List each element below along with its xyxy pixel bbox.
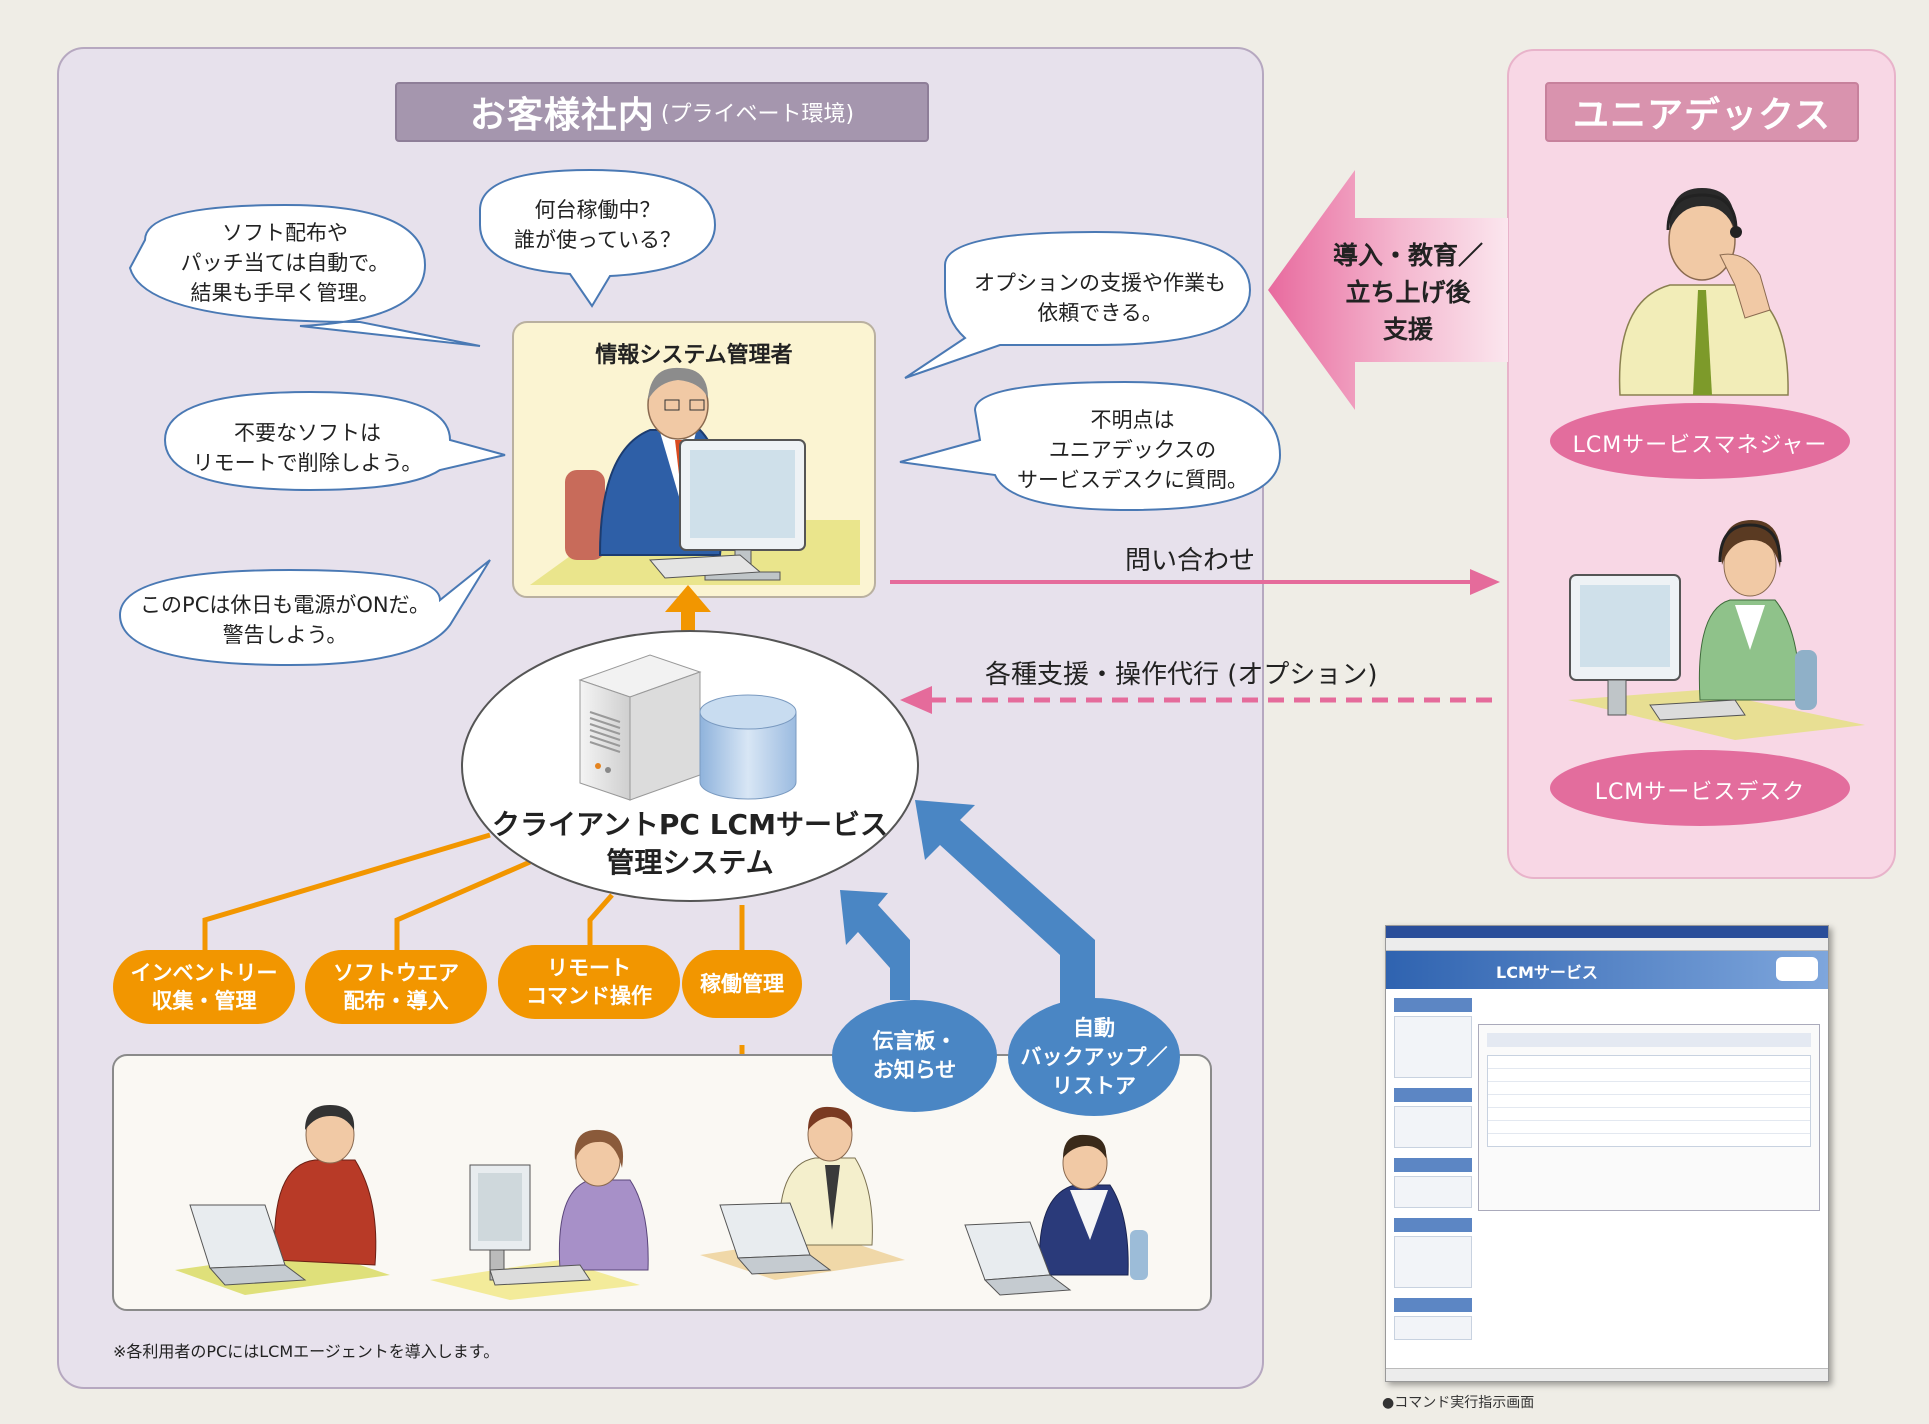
manager-label-bg: [1550, 403, 1850, 479]
bubble-question: [899, 380, 1282, 512]
bubble-unneeded-text: 不要なソフトは リモートで削除しよう。: [192, 421, 423, 475]
bubble-soft-dist-text: ソフト配布や パッチ当ては自動で。 結果も手早く管理。: [180, 221, 390, 305]
server-icon: [578, 654, 702, 801]
bubble-howmany: [479, 168, 717, 308]
desk-label-bg: [1550, 750, 1850, 826]
users-area: [112, 1054, 1212, 1311]
thumb-banner: LCMサービス: [1386, 951, 1828, 989]
system-name: クライアントPC LCMサービス 管理システム: [492, 808, 888, 879]
manager-illustration: [1618, 188, 1789, 396]
function-backup: 自動 バックアップ／ リストア: [1008, 998, 1180, 1116]
customer-title-bar: お客様社内 (プライベート環境): [395, 82, 929, 142]
desk-label: LCMサービスデスク: [1594, 780, 1806, 805]
vendor-title-bar: ユニアデックス: [1545, 82, 1859, 142]
function-operation: 稼働管理: [682, 950, 802, 1018]
bubble-howmany-text: 何台稼働中？ 誰が使っている？: [514, 198, 681, 252]
command-screen-thumbnail: LCMサービス: [1385, 925, 1829, 1382]
function-inventory: インベントリー 収集・管理: [113, 950, 295, 1024]
admin-title: 情報システム管理者: [595, 343, 793, 368]
inquiry-label: 問い合わせ: [1125, 546, 1256, 576]
thumb-menubar: [1386, 938, 1828, 951]
users-illustrations: [175, 1105, 1148, 1300]
function-software: ソフトウエア 配布・導入: [305, 950, 487, 1024]
thumb-titlebar: [1386, 926, 1828, 938]
bubble-holiday-text: このPCは休日も電源がONだ。 警告しよう。: [140, 593, 430, 647]
bubble-question-text: 不明点は ユニアデックスの サービスデスクに質問。: [1017, 408, 1248, 492]
thumb-banner-text: LCMサービス: [1496, 963, 1598, 982]
big-arrow-text: 導入・教育／ 立ち上げ後 支援: [1332, 241, 1483, 344]
thumb-logo-icon: [1776, 957, 1818, 981]
bubble-option-text: オプションの支援や作業も 依頼できる。: [974, 271, 1226, 325]
big-arrow: [1268, 170, 1508, 410]
thumb-statusbar: [1386, 1368, 1828, 1381]
desk-illustration: [1568, 520, 1865, 740]
bubble-option: [904, 230, 1252, 379]
bubble-holiday: [118, 559, 491, 667]
thumb-main-panel: [1478, 1024, 1820, 1211]
bubble-soft-dist: [128, 203, 481, 347]
vendor-title: ユニアデックス: [1573, 95, 1831, 136]
admin-illustration: [530, 367, 860, 585]
support-label: 各種支援・操作代行 (オプション): [985, 660, 1378, 690]
screenshot-caption: ●コマンド実行指示画面: [1382, 1395, 1535, 1411]
function-remote: リモート コマンド操作: [498, 945, 680, 1019]
manager-label: LCMサービスマネジャー: [1572, 433, 1828, 458]
function-board: 伝言板・ お知らせ: [832, 1000, 997, 1112]
agent-note: ※各利用者のPCにはLCMエージェントを導入します。: [113, 1342, 500, 1361]
customer-title: お客様社内: [469, 95, 655, 136]
thumb-sidebar: [1394, 998, 1472, 1368]
customer-subtitle: (プライベート環境): [660, 102, 855, 127]
database-icon: [699, 694, 797, 800]
bubble-unneeded: [163, 390, 506, 492]
